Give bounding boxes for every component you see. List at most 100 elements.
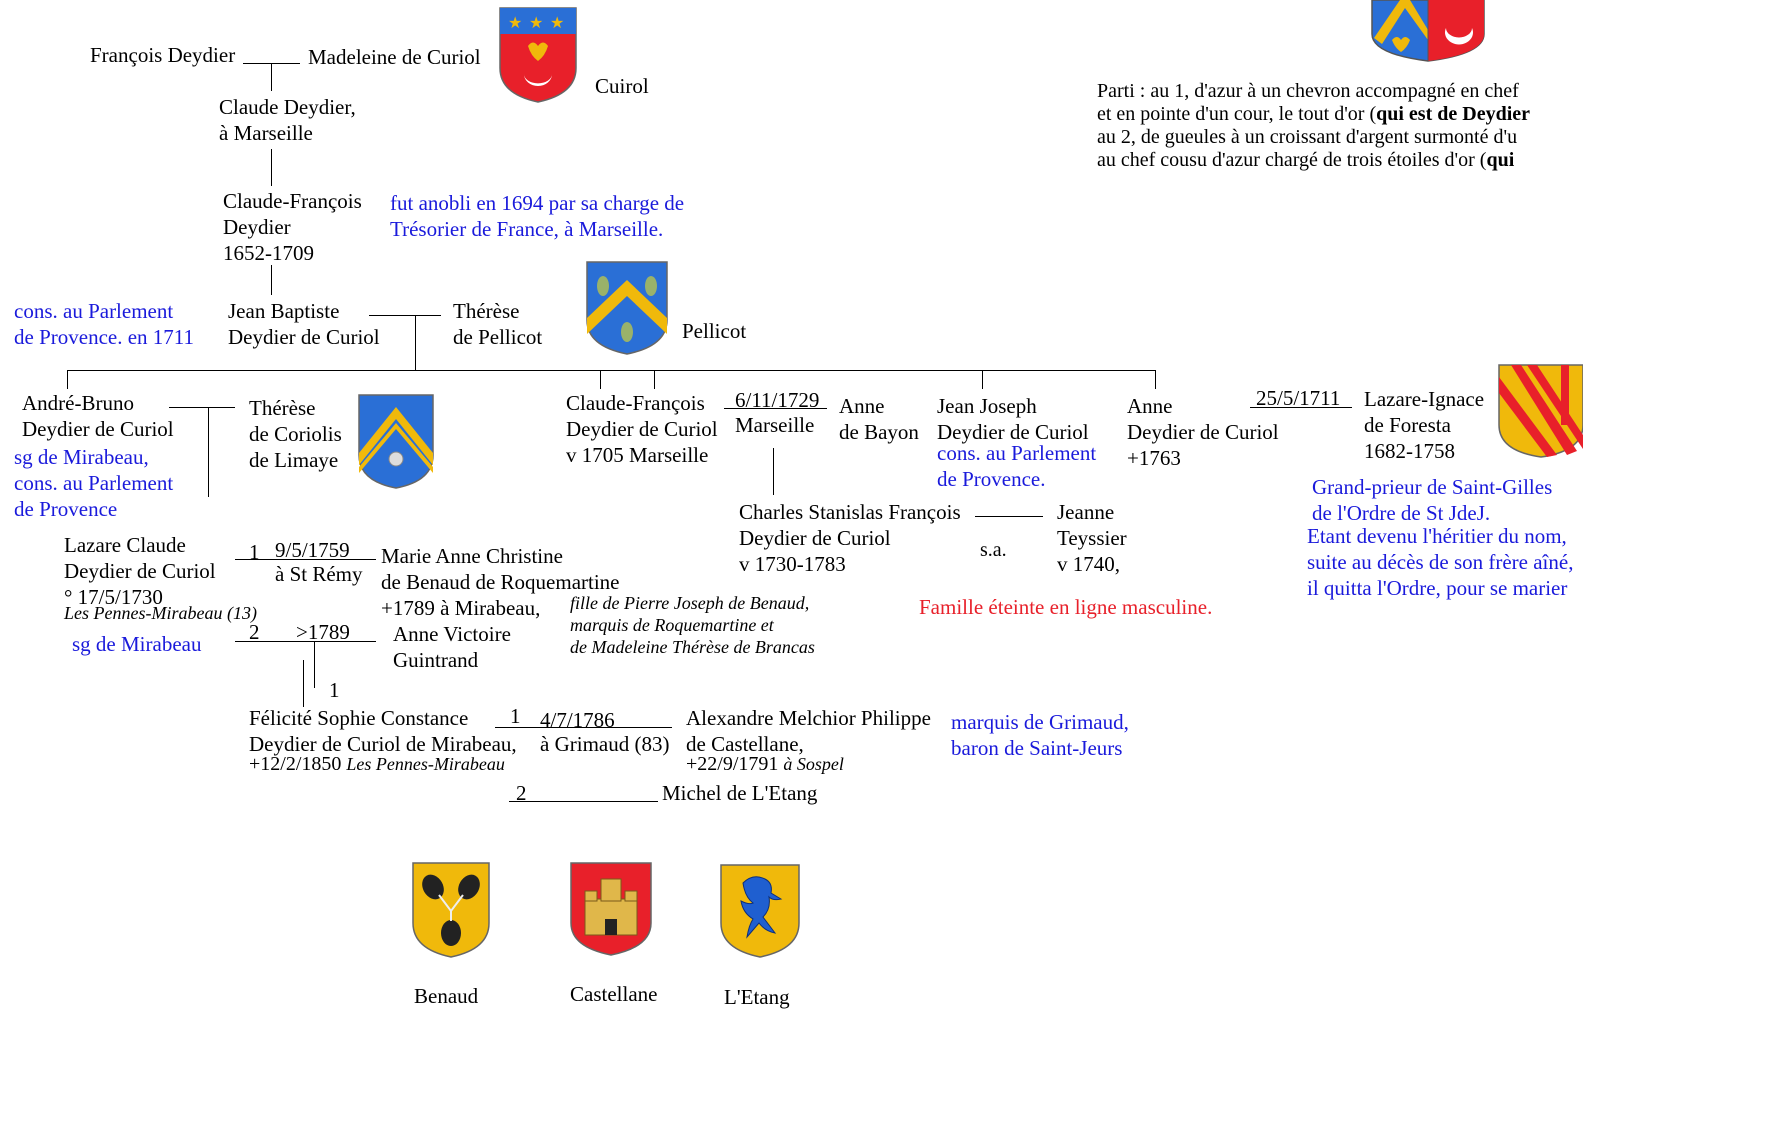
descent-line-2 [271, 149, 272, 186]
place-lazare-claude: Les Pennes-Mirabeau (13) [64, 603, 257, 623]
felicite-marriage-1-date: 4/7/1786 [540, 708, 615, 732]
blazon-line-1: Parti : au 1, d'azur à un chevron accomp… [1097, 80, 1519, 102]
lc-child-num: 1 [329, 678, 340, 702]
blazon-line-4-bold: qui [1486, 149, 1515, 171]
person-anne-victoire: Anne Victoire Guintrand [393, 622, 511, 672]
person-claude-francois-de-curiol: Claude-François Deydier de Curiol v 1705… [566, 391, 718, 467]
felicite-death: +12/2/1850 Les Pennes-Mirabeau [249, 752, 505, 777]
blazon-line-2-text: et en pointe d'un cour, le tout d'or ( [1097, 103, 1377, 125]
note-marquis-grimaud: marquis de Grimaud, baron de Saint-Jeurs [951, 710, 1129, 760]
lc-marriage-2-date: >1789 [296, 620, 350, 644]
foresta-crest [1498, 364, 1583, 458]
person-therese-de-pellicot: Thérèse de Pellicot [453, 299, 543, 349]
marriage-line-felicite-1 [495, 727, 672, 728]
blazon-line-4-text: au chef cousu d'azur chargé de trois éto… [1097, 149, 1487, 171]
sibling-drop-4 [982, 370, 983, 389]
descent-line-lc-b [303, 660, 304, 707]
marriage-line-lc-1 [235, 559, 376, 560]
person-lazare-ignace: Lazare-Ignace de Foresta 1682-1758 [1364, 387, 1485, 463]
note-grand-prieur: Grand-prieur de Saint-Gilles de l'Ordre … [1312, 475, 1553, 525]
alexandre-death: +22/9/1791 à Sospel [686, 752, 844, 777]
blazon-line-4: au chef cousu d'azur chargé de trois éto… [1097, 148, 1514, 173]
blazon-line-2-bold: qui est de Deydier [1376, 103, 1531, 125]
alexandre-death-place: à Sospel [783, 754, 844, 774]
lc-marriage-1-place: à St Rémy [275, 562, 363, 586]
pellicot-crest [586, 261, 668, 355]
blazon-line-3: au 2, de gueules à un croissant d'argent… [1097, 126, 1518, 148]
crest-label-benaud: Benaud [414, 984, 479, 1008]
person-jean-joseph: Jean Joseph Deydier de Curiol [937, 394, 1089, 444]
sibling-drop-1 [67, 370, 68, 389]
note-jean-joseph-cons: cons. au Parlement de Provence. [937, 441, 1097, 491]
person-anne-de-bayon: Anne de Bayon [839, 394, 919, 444]
letang-crest [720, 864, 800, 958]
svg-text:★: ★ [508, 13, 522, 32]
person-marie-anne-christine: Marie Anne Christine de Benaud de Roquem… [381, 544, 620, 620]
person-alexandre: Alexandre Melchior Philippe de Castellan… [686, 706, 931, 756]
descent-line-3 [271, 265, 272, 295]
lc-marriage-1-date: 9/5/1759 [275, 538, 350, 562]
crest-label-curiol: Cuirol [595, 74, 649, 98]
sibling-drop-2 [600, 370, 601, 389]
person-therese-de-coriolis: Thérèse de Coriolis de Limaye [249, 396, 342, 472]
note-sg-mirabeau: sg de Mirabeau [72, 632, 202, 656]
person-andre-bruno: André-Bruno Deydier de Curiol [22, 391, 174, 441]
castellane-crest [570, 862, 652, 956]
svg-text:★: ★ [550, 13, 564, 32]
felicite-marriage-1-place: à Grimaud (83) [540, 732, 670, 756]
descent-line-andre [208, 408, 209, 497]
person-francois-deydier: François Deydier [90, 43, 236, 67]
crest-label-castellane: Castellane [570, 982, 658, 1006]
descent-line-cf [773, 448, 774, 495]
marriage-line-francois [243, 63, 300, 64]
person-claude-francois-deydier: Claude-François Deydier 1652-1709 [223, 189, 362, 265]
marriage-line-jean-baptiste [369, 315, 441, 316]
note-etant-devenu: Etant devenu l'héritier du nom, suite au… [1307, 524, 1574, 600]
sibling-line [67, 370, 1155, 371]
person-lazare-claude: Lazare Claude Deydier de Curiol ° 17/5/1… [64, 533, 216, 609]
crest-label-pellicot: Pellicot [682, 319, 747, 343]
crest-label-letang: L'Etang [724, 985, 790, 1009]
descent-line-lc [314, 641, 315, 688]
marriage-line-claude-francois [724, 408, 827, 409]
note-famille-eteinte: Famille éteinte en ligne masculine. [919, 595, 1213, 619]
svg-text:★: ★ [529, 13, 543, 32]
person-anne-deydier: Anne Deydier de Curiol +1763 [1127, 394, 1279, 470]
alexandre-death-date: +22/9/1791 [686, 753, 779, 775]
person-felicite: Félicité Sophie Constance Deydier de Cur… [249, 706, 517, 756]
felicite-marriage-2-num: 2 [516, 781, 527, 805]
person-charles-stanislas: Charles Stanislas François Deydier de Cu… [739, 500, 961, 576]
curiol-crest: ★ ★ ★ [499, 7, 577, 103]
benaud-crest [412, 862, 490, 958]
sibling-drop-5 [1155, 370, 1156, 389]
note-andre-titles: sg de Mirabeau, cons. au Parlement de Pr… [14, 445, 174, 521]
lc-marriage-1-num: 1 [249, 540, 260, 564]
deydier-curiol-crest [1371, 0, 1485, 62]
marriage-line-charles [975, 516, 1043, 517]
marriage-line-anne [1250, 407, 1352, 408]
felicite-death-date: +12/2/1850 [249, 753, 342, 775]
felicite-death-place: Les Pennes-Mirabeau [346, 754, 505, 774]
sibling-drop-3 [654, 370, 655, 389]
note-cons-parlement-jb: cons. au Parlement de Provence. en 1711 [14, 299, 194, 349]
cf-marriage-date: 6/11/1729 [735, 388, 820, 412]
sans-alliance: s.a. [980, 539, 1007, 561]
anne-marriage-date: 25/5/1711 [1256, 386, 1341, 410]
note-anobli: fut anobli en 1694 par sa charge de Trés… [390, 191, 685, 241]
person-madeleine-de-curiol: Madeleine de Curiol [308, 45, 481, 69]
person-michel-de-letang: Michel de L'Etang [662, 781, 818, 805]
marriage-line-felicite-2 [509, 801, 658, 802]
cf-marriage-place: Marseille [735, 413, 815, 437]
person-claude-deydier: Claude Deydier, à Marseille [219, 95, 356, 145]
marriage-line-lc-2 [235, 641, 376, 642]
felicite-marriage-1-num: 1 [510, 704, 521, 728]
descent-line-4 [415, 316, 416, 370]
lc-marriage-2-num: 2 [249, 620, 260, 644]
marriage-line-andre [169, 407, 235, 408]
person-jeanne-teyssier: Jeanne Teyssier v 1740, [1057, 500, 1127, 576]
person-jean-baptiste: Jean Baptiste Deydier de Curiol [228, 299, 380, 349]
descent-line-1 [271, 64, 272, 91]
coriolis-crest [358, 394, 434, 489]
marie-anne-parents: fille de Pierre Joseph de Benaud, marqui… [570, 593, 815, 657]
blazon-line-2: et en pointe d'un cour, le tout d'or (qu… [1097, 102, 1530, 127]
